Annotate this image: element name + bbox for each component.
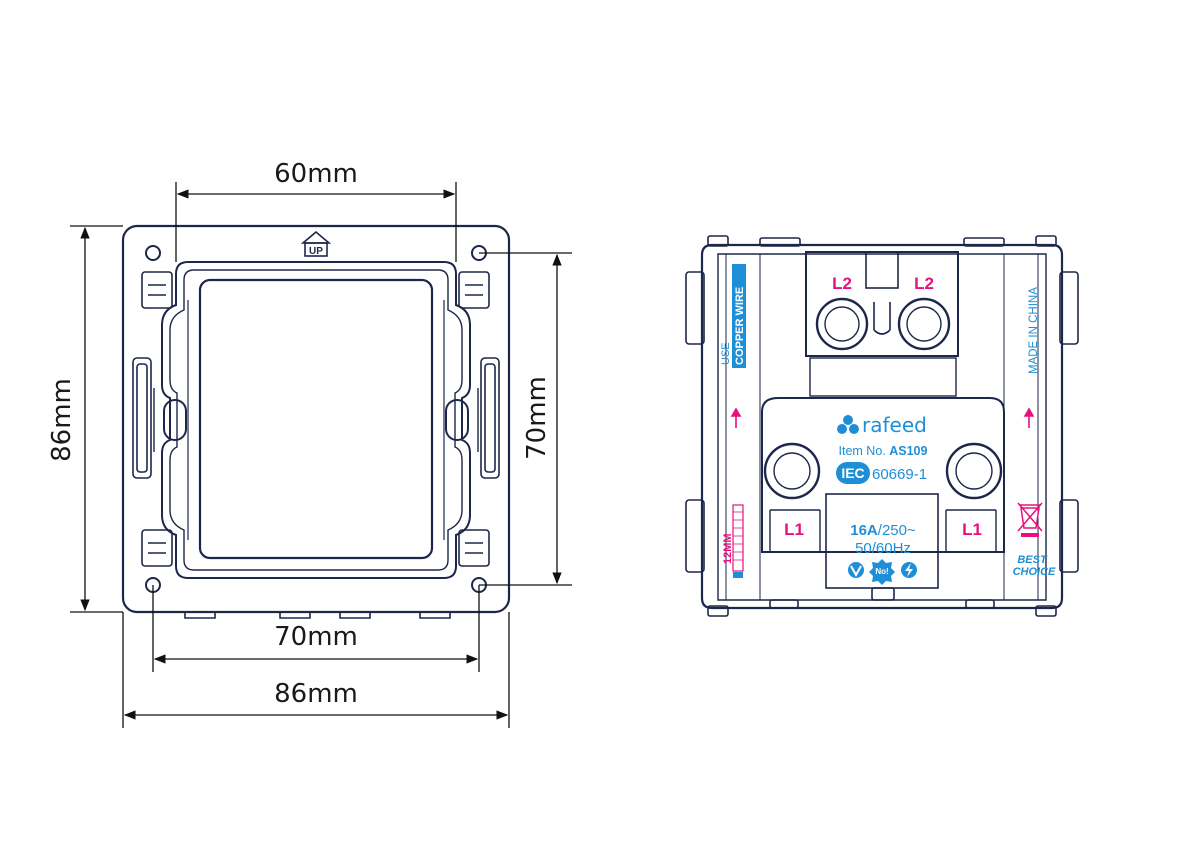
dim-label-top-width: 60mm bbox=[274, 159, 358, 189]
dim-label-hole-height: 70mm bbox=[522, 376, 552, 460]
brand-name: rafeed bbox=[862, 413, 927, 437]
rating-voltage: /250~ bbox=[878, 522, 916, 539]
terminal-screw-bottom-right-inner bbox=[955, 452, 993, 490]
module-body-outline bbox=[700, 243, 1064, 610]
rating-frequency: 50/60Hz bbox=[855, 540, 911, 557]
front-view: UP 60mm 86mm 70mm 70mm 86mm bbox=[47, 159, 572, 728]
terminal-screw-bottom-right bbox=[945, 442, 1003, 500]
item-number-prefix: Item No. bbox=[839, 444, 890, 458]
module-inner-outline bbox=[717, 253, 1047, 601]
side-slots bbox=[132, 357, 500, 479]
dim-label-total-width: 86mm bbox=[274, 679, 358, 709]
item-number: Item No. AS109 bbox=[839, 444, 928, 458]
frame-rails bbox=[187, 300, 445, 540]
certification-icons: No! bbox=[848, 559, 917, 585]
weee-bin-icon bbox=[1017, 502, 1043, 537]
strip-length-gauge: 12MM bbox=[722, 504, 744, 578]
terminal-screw-top-left-inner bbox=[824, 306, 860, 342]
copper-use-text: USE bbox=[720, 342, 732, 365]
dim-label-hole-width: 70mm bbox=[274, 622, 358, 652]
up-mark: UP bbox=[300, 230, 332, 257]
screw-slots bbox=[153, 388, 479, 452]
up-arrow-marks bbox=[730, 407, 1035, 428]
cert-icon-seal bbox=[869, 559, 895, 585]
rating-panel bbox=[825, 493, 939, 589]
central-opening bbox=[198, 278, 434, 560]
terminal-label-l1-left: L1 bbox=[784, 520, 804, 539]
iec-badge bbox=[836, 462, 870, 484]
frame-outline bbox=[161, 261, 471, 579]
side-lugs bbox=[685, 271, 1079, 573]
terminal-label-l2-right: L2 bbox=[914, 274, 934, 293]
iec-standard: 60669-1 bbox=[872, 466, 927, 483]
terminal-divider bbox=[865, 251, 899, 289]
brand-logo-icon bbox=[837, 415, 859, 434]
terminal-label-l1-right: L1 bbox=[962, 520, 982, 539]
terminal-screw-top-right bbox=[897, 297, 951, 351]
top-bottom-lugs bbox=[707, 235, 1057, 617]
terminal-screw-top-left bbox=[815, 297, 869, 351]
top-terminal-block bbox=[805, 251, 959, 357]
dimension-lines bbox=[70, 182, 572, 728]
terminal-center-slot bbox=[873, 302, 891, 335]
corner-clips bbox=[141, 271, 490, 567]
choice-label: CHOICE bbox=[1013, 566, 1056, 578]
terminal-screw-top-right-inner bbox=[906, 306, 942, 342]
dim-label-total-height: 86mm bbox=[47, 378, 77, 462]
made-in-china-label: MADE IN CHINA bbox=[1028, 287, 1040, 374]
frame-inner-outline bbox=[169, 269, 463, 571]
copper-wire-text: COPPER WIRE bbox=[734, 287, 746, 365]
iec-badge-text: IEC bbox=[841, 465, 864, 481]
upper-recess bbox=[809, 357, 957, 397]
rating-line-1: 16A/250~ bbox=[850, 522, 916, 539]
terminal-label-l2-left: L2 bbox=[832, 274, 852, 293]
brand-logo: rafeed bbox=[837, 413, 927, 437]
bottom-terminal-block bbox=[761, 397, 1005, 553]
copper-wire-label: COPPER WIRE USE bbox=[720, 264, 746, 368]
item-number-value: AS109 bbox=[889, 444, 927, 458]
cert-mark-text: No! bbox=[875, 567, 888, 576]
rating-current: 16A bbox=[850, 522, 878, 539]
terminal-screw-bottom-left bbox=[763, 442, 821, 500]
strip-length-text: 12MM bbox=[722, 533, 734, 564]
back-view: L2 L2 L1 L1 COPPER WIRE USE MADE IN CHIN… bbox=[685, 235, 1079, 617]
plate-bottom-tabs bbox=[184, 612, 451, 619]
corner-holes bbox=[145, 245, 487, 593]
terminal-wells bbox=[769, 509, 997, 552]
best-label: BEST bbox=[1017, 554, 1048, 566]
terminal-screw-bottom-left-inner bbox=[773, 452, 811, 490]
up-mark-label: UP bbox=[309, 246, 323, 257]
mounting-plate-outline bbox=[121, 224, 511, 614]
